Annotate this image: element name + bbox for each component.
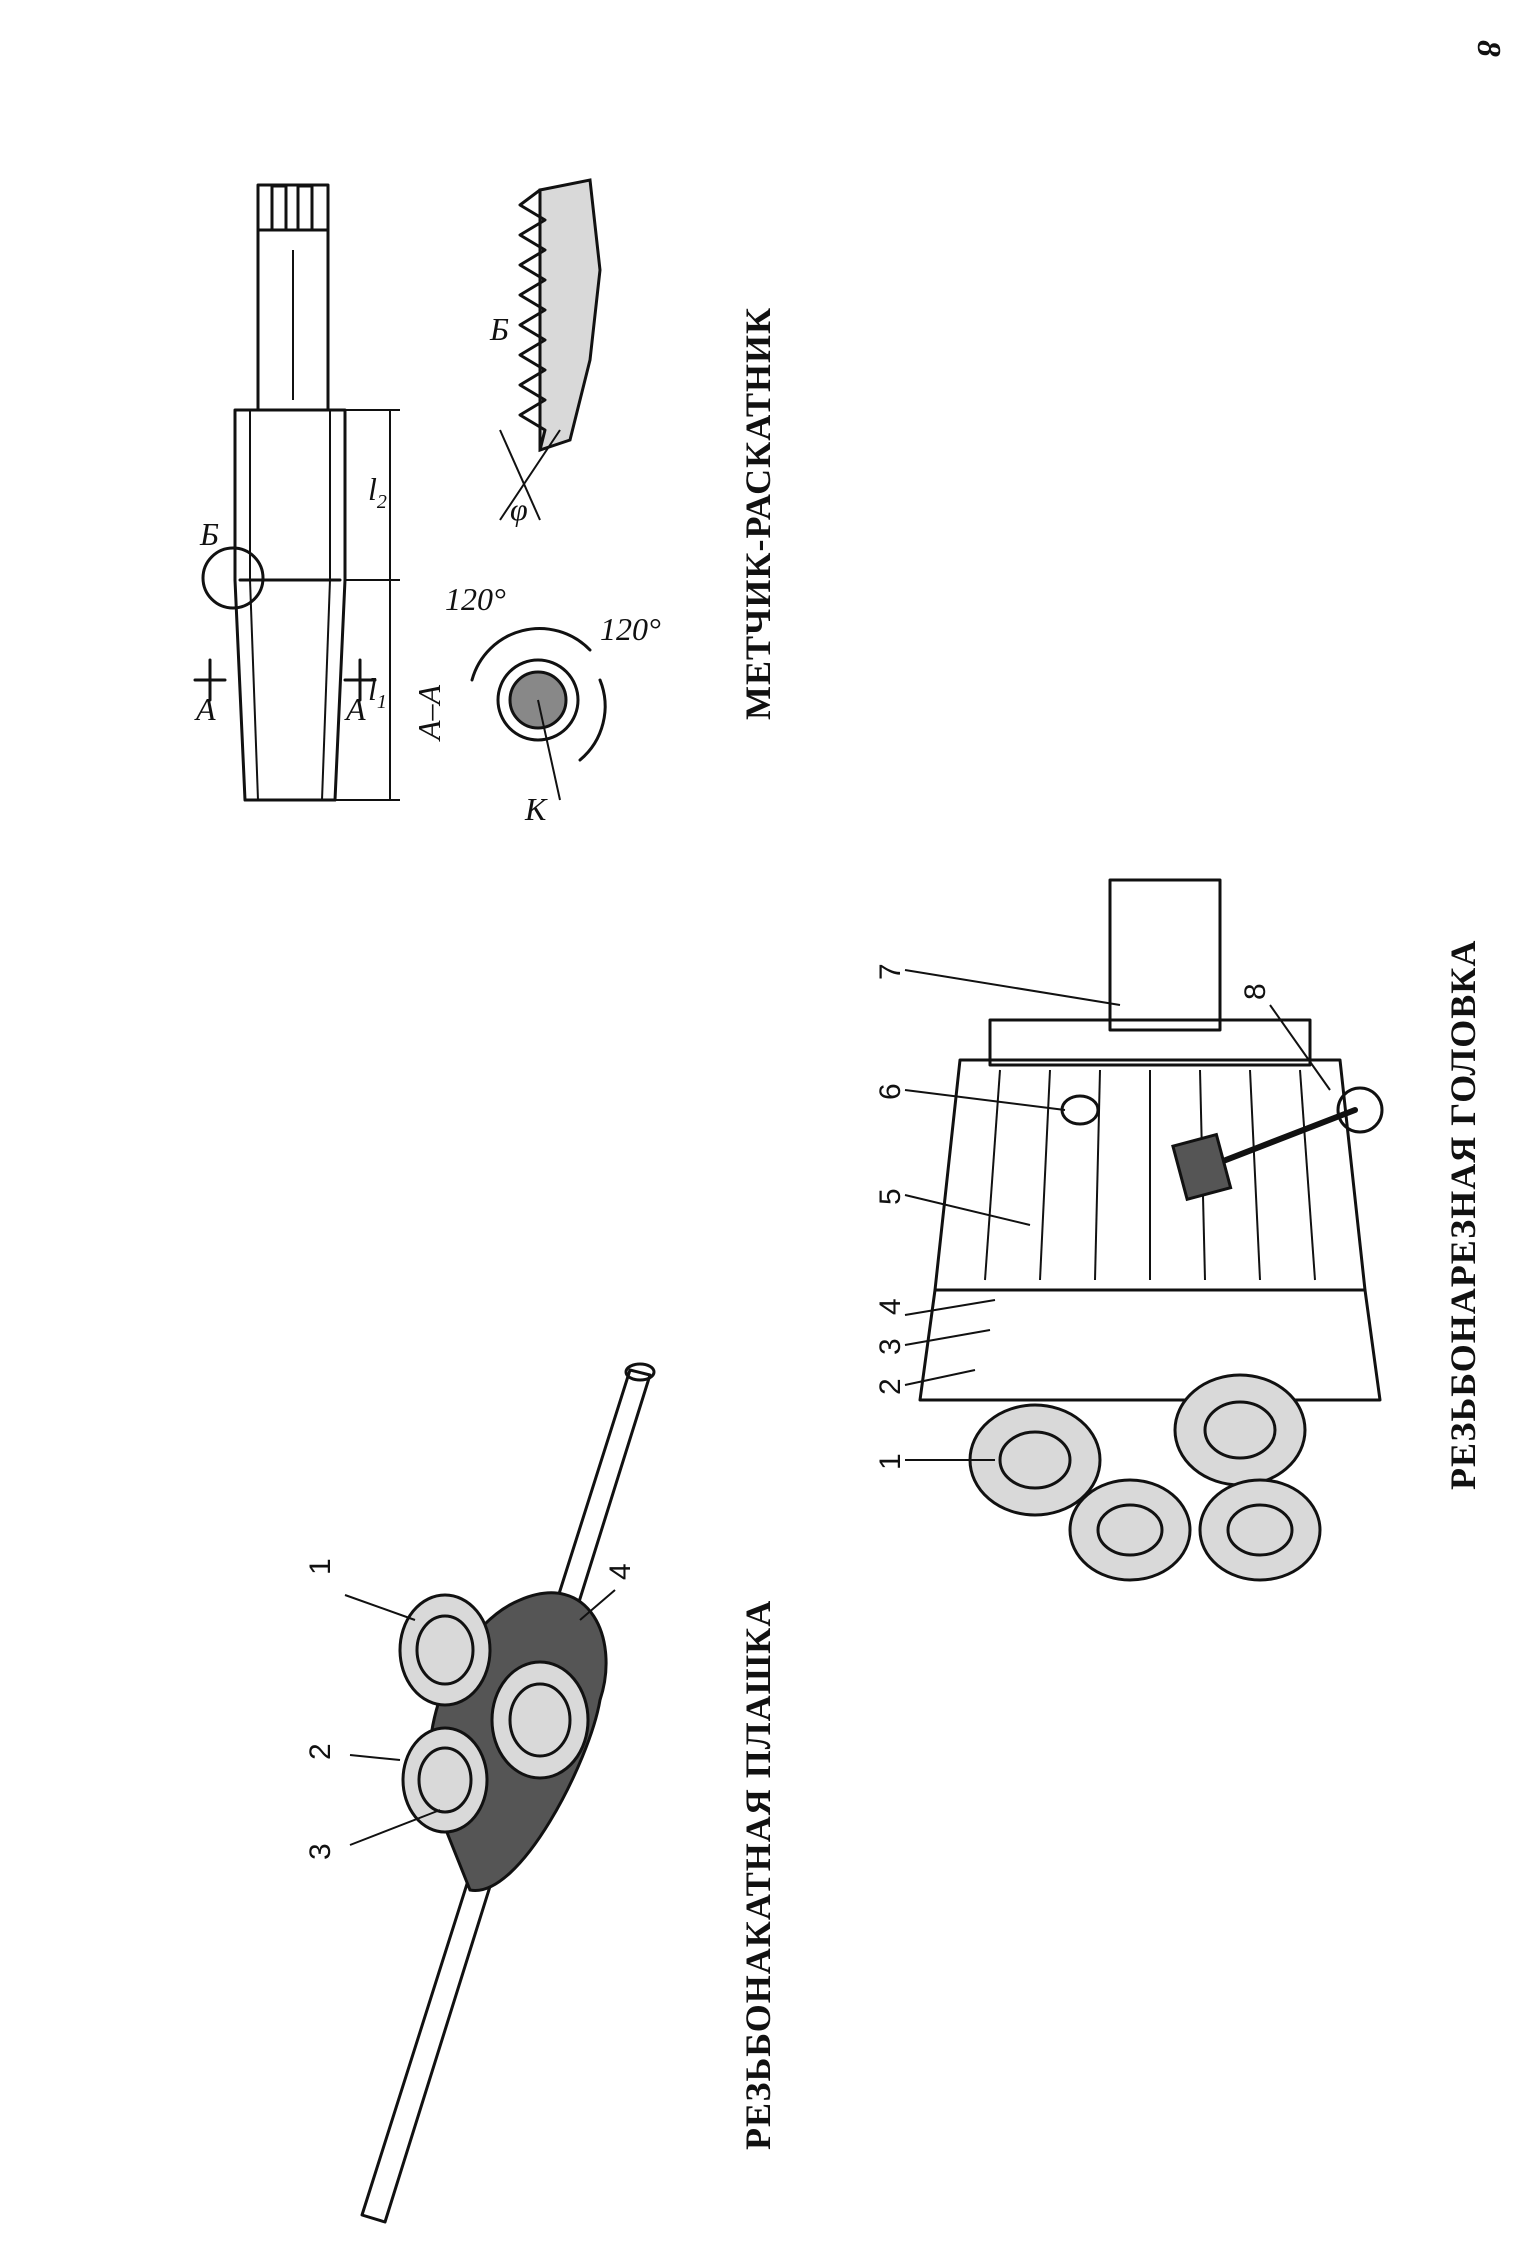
- head-callout-2: 2: [874, 1378, 907, 1395]
- head-callout-3: 3: [874, 1338, 907, 1355]
- section-mark-top: А: [194, 691, 216, 727]
- dim-l1: l1: [368, 671, 387, 713]
- head-callout-6: 6: [874, 1083, 907, 1100]
- angle-top: 120°: [445, 581, 506, 617]
- head-callout-7: 7: [874, 963, 907, 980]
- tap-caption: МЕТЧИК-РАСКАТНИК: [738, 307, 778, 720]
- thread-head-drawing: 1 2 3 4 5 6 7 8 РЕЗЬБОНАРЕЗНАЯ ГОЛОВКА: [874, 878, 1483, 1582]
- section-mark-bottom: А: [344, 691, 366, 727]
- die-callout-2: 2: [304, 1743, 337, 1760]
- detail-mark: Б: [199, 516, 219, 552]
- detail-title: Б: [489, 311, 509, 347]
- die-rollers: [398, 1593, 590, 1834]
- head-callout-5: 5: [874, 1188, 907, 1205]
- die-callout-3: 3: [304, 1843, 337, 1860]
- roll-die-caption: РЕЗЬБОНАКАТНАЯ ПЛАШКА: [738, 1600, 778, 2150]
- angle-bottom: 120°: [600, 611, 661, 647]
- page-number: 8: [1470, 40, 1507, 57]
- die-callout-1: 1: [304, 1558, 337, 1575]
- head-callout-8: 8: [1239, 983, 1272, 1000]
- dim-l2: l2: [368, 471, 387, 513]
- label-phi: φ: [510, 491, 528, 527]
- thread-head-caption: РЕЗЬБОНАРЕЗНАЯ ГОЛОВКА: [1443, 940, 1483, 1490]
- die-callout-4: 4: [604, 1563, 637, 1580]
- tap-drawing: Б А А l2 l1 А–А 120° 120° К: [193, 178, 778, 827]
- head-callout-1: 1: [874, 1453, 907, 1470]
- roll-die-drawing: 1 2 3 4 РЕЗЬБОНАКАТНАЯ ПЛАШКА: [304, 1362, 778, 2224]
- detail-b-profile: Б φ: [489, 178, 602, 527]
- label-k: К: [524, 791, 548, 827]
- detail-circle: [201, 546, 265, 610]
- head-dies: [968, 1373, 1322, 1582]
- head-shank: [1108, 878, 1222, 1032]
- section-title: А–А: [411, 684, 447, 742]
- head-callout-4: 4: [874, 1298, 907, 1315]
- section-a-a: А–А 120° 120° К: [411, 581, 661, 827]
